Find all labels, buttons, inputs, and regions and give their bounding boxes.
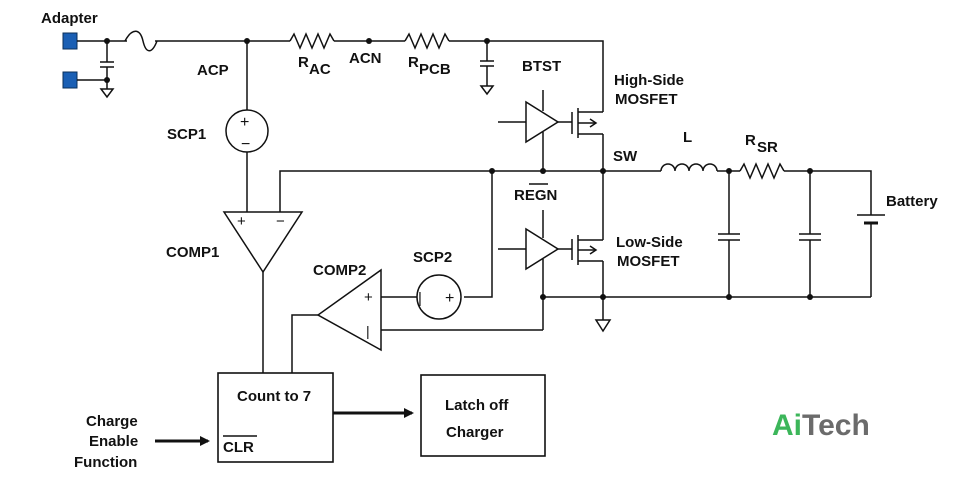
- comp1-label: COMP1: [166, 244, 219, 261]
- inductor-l: [660, 163, 718, 172]
- adapter-label: Adapter: [41, 10, 98, 27]
- svg-text:|: |: [366, 323, 370, 339]
- adapter-terminal-positive: [62, 32, 78, 50]
- comp1-comparator: + −: [222, 170, 603, 373]
- btst-label: BTST: [522, 58, 561, 75]
- acp-label: ACP: [197, 62, 229, 79]
- scp2-voltage-source: | +: [381, 171, 493, 320]
- svg-text:+: +: [364, 289, 373, 306]
- acn-node: [366, 38, 372, 44]
- comp2-comparator: + |: [291, 268, 543, 373]
- output-capacitor-1: [718, 171, 740, 297]
- svg-text:R: R: [408, 54, 419, 71]
- ground-symbol-acn: [479, 85, 495, 96]
- svg-text:−: −: [276, 213, 285, 230]
- charge-enable-input: Charge Enable Function: [74, 413, 210, 471]
- acn-capacitor: [479, 41, 495, 96]
- battery-label: Battery: [886, 193, 938, 210]
- svg-text:Enable: Enable: [89, 433, 138, 450]
- aitech-logo: AiTech: [772, 409, 870, 442]
- r-pcb-label: R PCB: [408, 54, 451, 78]
- battery-symbol: [857, 214, 885, 297]
- comp2-label: COMP2: [313, 262, 366, 279]
- input-rail: [77, 30, 604, 112]
- resistor-r-ac: [289, 32, 335, 50]
- scp2-label: SCP2: [413, 249, 452, 266]
- svg-text:+: +: [237, 213, 246, 230]
- resistor-r-sr: [739, 162, 785, 180]
- count-to-7-label: Count to 7: [237, 388, 311, 405]
- svg-text:|: |: [418, 290, 422, 307]
- low-side-mosfet: [571, 171, 612, 333]
- output-capacitor-2: [799, 171, 821, 297]
- r-ac-label: R AC: [298, 54, 331, 78]
- svg-text:AiTech: AiTech: [772, 409, 870, 442]
- latch-off-charger-block: Latch off Charger: [420, 374, 546, 457]
- high-side-driver: [498, 90, 572, 174]
- svg-text:PCB: PCB: [419, 61, 451, 78]
- logo-tech: Tech: [802, 409, 870, 442]
- adapter-terminals: Adapter: [41, 10, 98, 89]
- clr-label: CLR: [223, 439, 254, 456]
- input-capacitor: [77, 41, 115, 99]
- acn-label: ACN: [349, 50, 382, 67]
- svg-text:R: R: [298, 54, 309, 71]
- svg-text:Charge: Charge: [86, 413, 138, 430]
- svg-text:Function: Function: [74, 454, 137, 471]
- latch-label-line2: Charger: [446, 424, 504, 441]
- high-side-mosfet: [571, 108, 604, 171]
- regn-label: REGN: [514, 187, 557, 204]
- svg-text:+: +: [240, 114, 249, 131]
- scp1-label: SCP1: [167, 126, 206, 143]
- svg-text:SR: SR: [757, 139, 778, 156]
- r-sr-label: R SR: [745, 132, 778, 156]
- adapter-terminal-negative: [62, 71, 78, 89]
- low-side-label-line2: MOSFET: [617, 253, 680, 270]
- ground-symbol-input: [99, 88, 115, 99]
- ground-symbol-low-side: [594, 319, 612, 333]
- low-side-label-line1: Low-Side: [616, 234, 683, 251]
- latch-label-line1: Latch off: [445, 397, 509, 414]
- logo-ai: Ai: [772, 409, 802, 442]
- svg-text:R: R: [745, 132, 756, 149]
- inductor-label: L: [683, 129, 692, 146]
- input-fuse: [124, 30, 158, 52]
- sw-label: SW: [613, 148, 638, 165]
- svg-text:+: +: [445, 290, 454, 307]
- svg-text:−: −: [241, 136, 250, 153]
- high-side-label-line1: High-Side: [614, 72, 684, 89]
- resistor-r-pcb: [404, 32, 450, 50]
- low-side-driver: [498, 210, 572, 330]
- svg-text:AC: AC: [309, 61, 331, 78]
- count-to-7-block: Count to 7 CLR: [217, 372, 334, 463]
- high-side-label-line2: MOSFET: [615, 91, 678, 108]
- scp1-voltage-source: + −: [225, 41, 269, 212]
